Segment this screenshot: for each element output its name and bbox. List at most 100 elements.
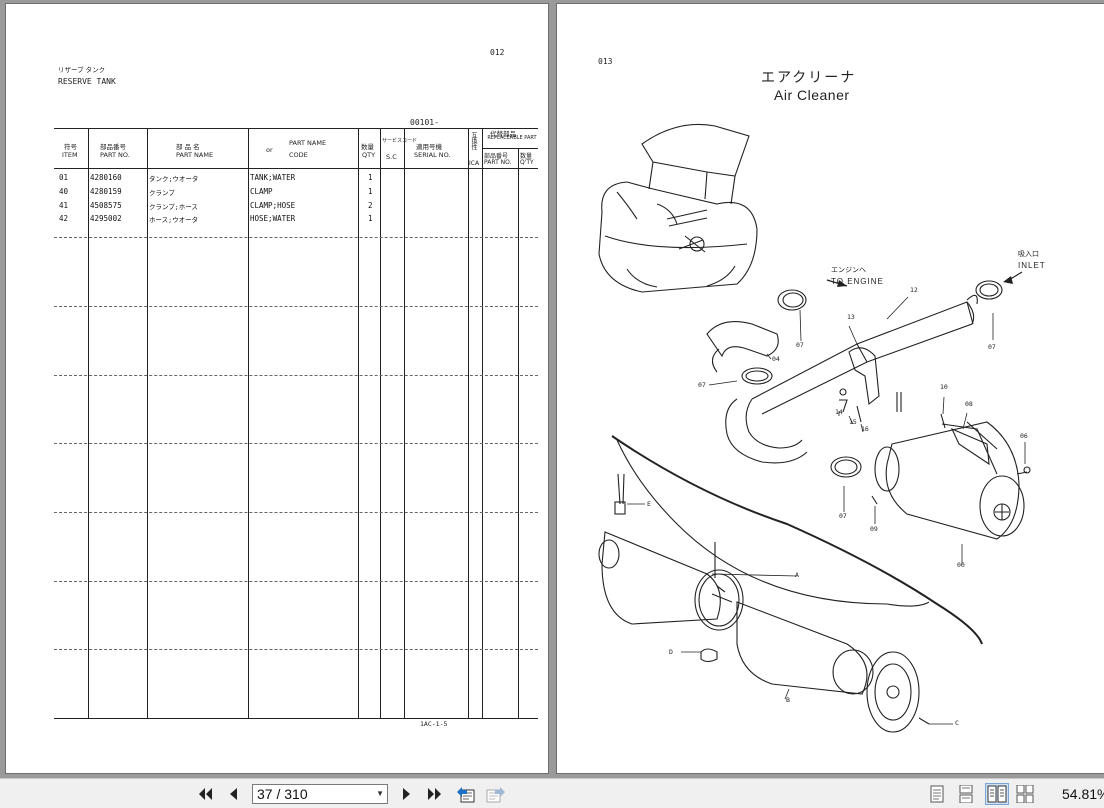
two-page-continuous-button[interactable]	[1016, 784, 1034, 804]
callout-label: 14	[835, 408, 843, 416]
cell-name-jp: ホース;ウオータ	[149, 216, 199, 224]
page-indicator: 37 / 310	[257, 786, 308, 802]
header-or: or	[266, 146, 273, 154]
two-page-button[interactable]	[985, 783, 1009, 805]
next-view-button[interactable]	[484, 783, 508, 805]
callout-label: C	[955, 719, 959, 727]
first-page-icon	[199, 788, 212, 800]
next-page-icon	[403, 788, 410, 800]
row-divider	[54, 375, 538, 376]
page-title: RESERVE TANK	[58, 77, 116, 86]
row-divider	[54, 512, 538, 513]
header-code: CODE	[289, 151, 308, 159]
bracket	[848, 347, 880, 406]
callout-label: 15	[849, 418, 857, 426]
callout-label: 07	[988, 343, 996, 351]
prev-page-button[interactable]	[222, 783, 244, 805]
cell-name: CLAMP;HOSE	[250, 201, 296, 210]
cell-part-no: 4280160	[90, 173, 122, 182]
cell-qty: 1	[368, 187, 373, 196]
header-part-name: PART NAME	[176, 151, 214, 159]
header-repl-part-no-jp: 部品番号	[484, 153, 509, 160]
page-title-jp: リザーブ タンク	[58, 66, 106, 74]
cell-item: 42	[59, 214, 69, 223]
row-divider	[54, 581, 538, 582]
header-part-name-jp: 部 品 名	[176, 143, 200, 151]
page-title: Air Cleaner	[774, 87, 850, 103]
cell-name-jp: クランプ;ホース	[149, 203, 198, 211]
small-parts	[839, 388, 1031, 505]
lower-parts	[598, 473, 930, 733]
prev-view-icon	[457, 787, 475, 803]
two-page-continuous-icon	[1016, 784, 1034, 804]
callout-label: 12	[910, 286, 918, 294]
header-serial: SERIAL NO.	[414, 151, 451, 159]
header-serial-jp: 適用号機	[416, 143, 442, 151]
cell-qty: 1	[368, 173, 373, 182]
header-ica: ICA	[469, 160, 480, 167]
cell-name-jp: タンク;ウオータ	[149, 175, 199, 183]
continuous-button[interactable]	[957, 784, 975, 804]
cell-item: 41	[59, 201, 69, 210]
header-replaceable: REPLACEABLE PART	[487, 135, 537, 141]
single-page-icon	[930, 785, 944, 803]
last-page-icon	[428, 788, 441, 800]
callout-label: 10	[940, 383, 948, 391]
last-page-button[interactable]	[424, 783, 446, 805]
air-cleaner-body	[874, 421, 1028, 540]
cell-part-no: 4295002	[90, 214, 122, 223]
first-page-button[interactable]	[194, 783, 216, 805]
previous-view-button[interactable]	[454, 783, 478, 805]
callout-label: 16	[861, 425, 869, 433]
catalog-page-right: 013 エアクリーナ Air Cleaner	[557, 4, 1104, 773]
viewer-toolbar: 37 / 310 ▼ 54.81%	[0, 778, 1104, 808]
header-ica-jp: 互換性	[470, 132, 477, 150]
cell-qty: 1	[368, 214, 373, 223]
air-cleaner-diagram	[598, 123, 1031, 733]
inlet-label-jp: 吸入口	[1018, 250, 1039, 258]
inlet-label: INLET	[1018, 261, 1046, 270]
hose-clamps	[741, 280, 1003, 478]
callout-label: 09	[870, 525, 878, 533]
header-sc: S.C	[386, 153, 397, 161]
header-item-jp: 符号	[64, 143, 77, 151]
row-divider	[54, 237, 538, 238]
to-engine-label-jp: エンジンへ	[831, 266, 866, 274]
callout-label: E	[647, 500, 651, 508]
single-page-button[interactable]	[928, 785, 946, 803]
row-divider	[54, 443, 538, 444]
header-repl-qty: Q'TY	[520, 159, 534, 166]
machine-sketch	[598, 123, 758, 293]
callout-label: D	[669, 648, 673, 656]
callout-label: 07	[698, 381, 706, 389]
cell-part-no: 4508575	[90, 201, 122, 210]
header-repl-qty-jp: 数量	[520, 153, 533, 160]
catalog-page-left: 012 リザーブ タンク RESERVE TANK 00101- 符号 ITEM…	[6, 4, 548, 773]
two-page-icon	[987, 785, 1007, 803]
arrow-inlet	[1003, 276, 1013, 284]
header-repl-part-no: PART NO.	[484, 159, 512, 166]
cell-name: CLAMP	[250, 187, 273, 196]
header-qty: QTY	[362, 151, 376, 159]
callout-label: 08	[965, 400, 973, 408]
page-number: 013	[598, 57, 613, 66]
callout-label: B	[786, 696, 790, 704]
header-qty-jp: 数量	[361, 143, 374, 151]
cell-item: 01	[59, 173, 69, 182]
arrow-to-engine	[837, 280, 847, 287]
hose-assembly	[706, 294, 978, 464]
cell-part-no: 4280159	[90, 187, 122, 196]
next-page-button[interactable]	[396, 783, 418, 805]
leader-lines	[627, 271, 1026, 725]
callout-label: 07	[796, 341, 804, 349]
zoom-level[interactable]: 54.81%	[1062, 786, 1104, 802]
page-number-input[interactable]: 37 / 310 ▼	[252, 784, 388, 804]
header-replaceable-jp: 代替部品	[490, 130, 516, 138]
callout-label: 04	[772, 355, 780, 363]
prev-page-icon	[230, 788, 237, 800]
chevron-down-icon[interactable]: ▼	[376, 789, 384, 798]
header-part-no: PART NO.	[100, 151, 130, 159]
row-divider	[54, 306, 538, 307]
cell-name-jp: クランプ	[149, 189, 175, 197]
header-part-no-jp: 部品番号	[100, 143, 126, 151]
